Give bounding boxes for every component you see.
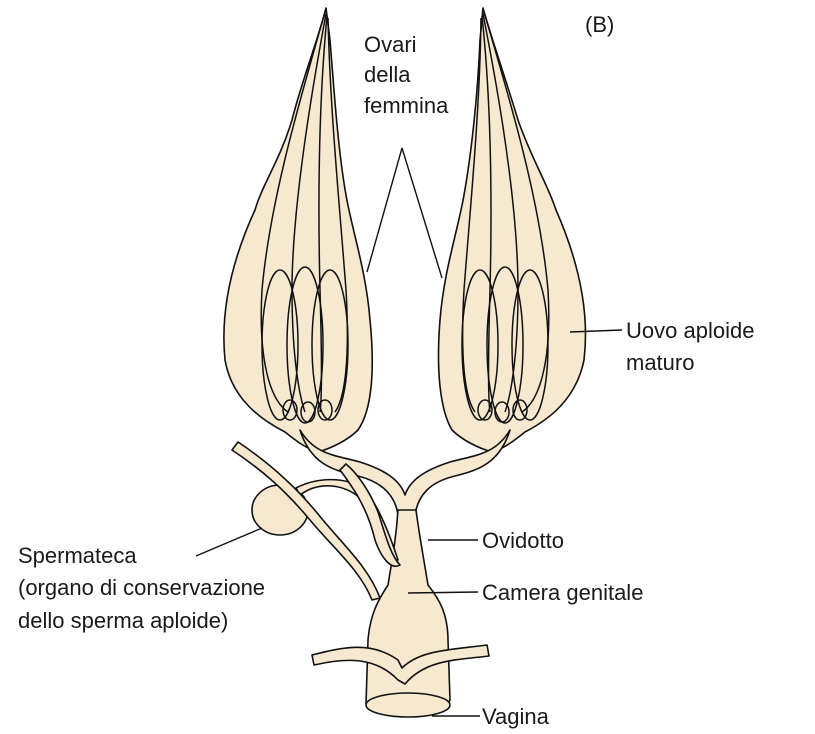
spermatheca-label: Spermateca (organo di conservazione dell… (18, 543, 265, 633)
egg-label-line-1: Uovo aploide (626, 318, 754, 343)
panel-label: (B) (585, 12, 614, 37)
ovaries-leader (367, 148, 442, 278)
ovaries-label-line-1: Ovari (364, 32, 417, 57)
oviduct-label: Ovidotto (482, 528, 564, 553)
left-ovary (224, 8, 372, 452)
vagina-label: Vagina (482, 704, 550, 729)
right-ovary (439, 8, 586, 452)
egg-label-line-2: maturo (626, 350, 694, 375)
ovaries-label-line-3: femmina (364, 93, 449, 118)
spermatheca-leader (196, 528, 262, 556)
vagina-opening (366, 693, 450, 717)
ovaries-label: Ovari della femmina (364, 32, 449, 118)
spermatheca-label-line-1: Spermateca (18, 543, 137, 568)
egg-label: Uovo aploide maturo (626, 318, 754, 375)
spermatheca-label-line-3: dello sperma aploide) (18, 608, 228, 633)
genital-chamber-label: Camera genitale (482, 580, 643, 605)
ovaries-label-line-2: della (364, 62, 411, 87)
genital-chamber-leader (408, 592, 478, 593)
spermatheca-label-line-2: (organo di conservazione (18, 575, 265, 600)
